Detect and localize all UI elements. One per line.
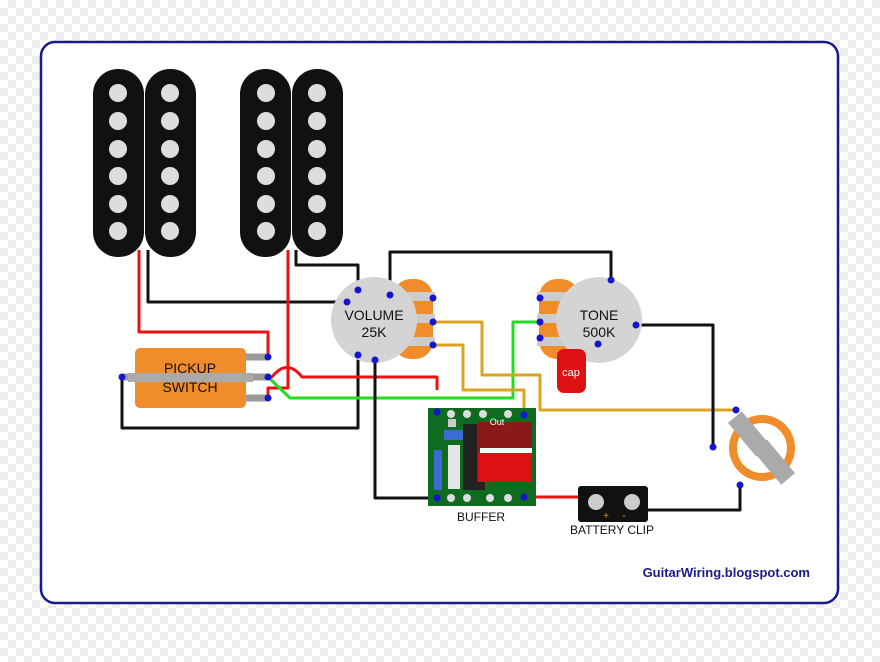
wire-neck-red — [137, 250, 270, 357]
buffer-label: BUFFER — [457, 510, 505, 524]
wire-vol-tone-black — [388, 250, 613, 295]
volume-pot-value: 25K — [362, 324, 388, 340]
battery-clip-label: BATTERY CLIP — [570, 523, 654, 537]
wire-yellow-2 — [433, 343, 526, 415]
wire-switch-ground — [120, 355, 360, 430]
wire-green — [266, 320, 540, 400]
volume-pot-name: VOLUME — [344, 307, 403, 323]
wire-bridge-black — [294, 250, 360, 288]
wire-yellow-1 — [433, 320, 736, 412]
battery-plus-label: + — [603, 511, 609, 522]
credit-text[interactable]: GuitarWiring.blogspot.com — [643, 565, 810, 580]
wires — [120, 250, 742, 512]
tone-pot-value: 500K — [583, 324, 616, 340]
capacitor-label: cap — [562, 367, 580, 379]
bridge-humbucker — [240, 69, 343, 257]
wire-neck-black — [146, 250, 347, 304]
buffer-out-label: Out — [490, 417, 505, 427]
volume-pot: VOLUME 25K — [331, 277, 435, 363]
tone-capacitor: cap — [557, 349, 586, 393]
pickup-switch: PICKUP SWITCH — [128, 348, 253, 408]
switch-label-line2: SWITCH — [162, 379, 217, 395]
battery-clip: + - BATTERY CLIP — [570, 486, 654, 537]
wire-battery-black — [645, 485, 742, 512]
switch-label-line1: PICKUP — [164, 360, 216, 376]
buffer-board: Out BUFFER — [428, 408, 536, 524]
tone-pot: TONE 500K — [537, 277, 642, 363]
battery-minus-label: - — [622, 511, 625, 522]
solder-points — [118, 276, 744, 502]
wire-buffer-ground — [373, 360, 437, 500]
neck-humbucker — [93, 69, 196, 257]
wire-switch-output-red — [268, 366, 439, 390]
output-jack — [727, 411, 796, 485]
tone-pot-name: TONE — [580, 307, 619, 323]
